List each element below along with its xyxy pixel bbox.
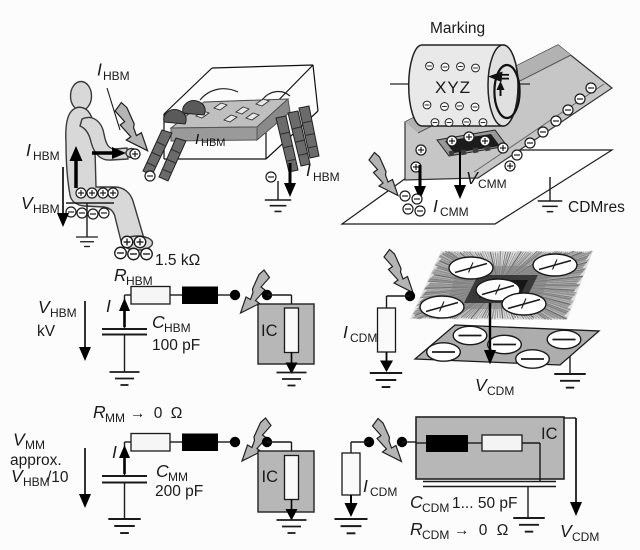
svg-text:V: V [560,521,574,541]
svg-text:CMM: CMM [440,205,469,219]
svg-text:IC: IC [262,468,279,486]
svg-text:XYZ: XYZ [435,78,471,97]
svg-text:I: I [363,476,368,496]
svg-text:C: C [152,312,165,332]
svg-text:MM: MM [105,411,125,425]
svg-text:C: C [410,492,423,512]
svg-text:100 pF: 100 pF [152,337,200,354]
svg-text:I: I [306,160,311,180]
svg-text:IC: IC [261,322,278,340]
svg-text:approx.: approx. [10,452,62,469]
svg-text:CMM: CMM [478,177,507,191]
svg-text:I: I [26,140,31,160]
svg-text:I: I [343,322,348,342]
svg-text:HBM: HBM [23,475,50,489]
svg-text:R: R [410,519,423,539]
svg-text:CDM: CDM [487,384,514,398]
svg-text:V: V [466,168,480,188]
svg-text:CDMres: CDMres [568,199,625,216]
svg-text:HBM: HBM [33,202,60,216]
svg-text:MM: MM [168,470,188,484]
svg-text:CDM: CDM [350,331,377,345]
svg-text:IC: IC [541,425,558,443]
svg-text:HBM: HBM [164,321,191,335]
svg-text:/10: /10 [47,469,69,486]
svg-text:V: V [38,297,52,317]
svg-text:→ 0 Ω: → 0 Ω [454,522,511,539]
svg-text:V: V [21,193,35,213]
svg-text:CDM: CDM [572,530,599,544]
svg-text:I: I [112,442,117,462]
svg-text:CDM: CDM [370,485,397,499]
svg-text:1... 50 pF: 1... 50 pF [452,495,517,512]
svg-text:CDM: CDM [422,528,449,542]
svg-text:I: I [97,60,102,80]
svg-text:C: C [156,461,169,481]
svg-text:1.5 kΩ: 1.5 kΩ [155,252,200,269]
svg-text:HBM: HBM [126,274,153,288]
svg-text:I: I [195,131,199,148]
svg-text:V: V [13,430,27,450]
svg-text:MM: MM [25,438,45,452]
svg-text:R: R [114,265,127,285]
svg-text:R: R [93,402,106,422]
svg-text:kV: kV [37,323,56,340]
svg-text:I: I [106,296,111,316]
svg-text:CDM: CDM [422,501,449,515]
svg-text:HBM: HBM [103,69,130,83]
svg-text:I: I [433,196,438,216]
svg-text:HBM: HBM [313,170,340,184]
svg-text:Marking: Marking [430,20,485,37]
svg-text:200 pF: 200 pF [155,483,203,500]
svg-text:HBM: HBM [33,149,60,163]
svg-text:HBM: HBM [50,306,77,320]
svg-text:HBM: HBM [201,137,225,149]
svg-text:V: V [475,375,489,395]
svg-text:V: V [11,466,25,486]
svg-text:→ 0 Ω: → 0 Ω [130,405,184,422]
